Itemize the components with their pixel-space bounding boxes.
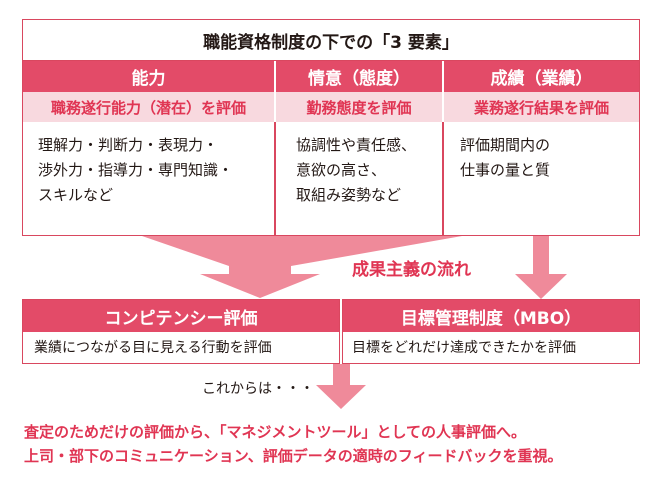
competency-content: 業績につながる目に見える行動を評価 (34, 340, 272, 356)
column-divider (274, 61, 276, 122)
column-header-performance: 成績（業績） (444, 61, 639, 92)
competency-header: コンピテンシー評価 (23, 300, 339, 332)
column-body-ability: 理解力・判断力・表現力・ 渉外力・指導力・専門知識・ スキルなど (38, 133, 233, 208)
column-header-ability: 能力 (23, 61, 274, 92)
body-line: 評価期間内の (460, 136, 551, 154)
body-line: 渉外力・指導力・専門知識・ (38, 161, 234, 179)
three-elements-box (22, 19, 640, 236)
body-line: 理解力・判断力・表現力・ (38, 136, 219, 154)
column-divider (442, 122, 444, 235)
body-line: 協調性や責任感、 (296, 136, 417, 154)
column-divider (274, 122, 276, 235)
mbo-header: 目標管理制度（MBO） (343, 300, 639, 332)
column-subheader-attitude: 勤務態度を評価 (276, 92, 442, 122)
column-subheader-ability: 職務遂行能力（潜在）を評価 (23, 92, 274, 122)
conclusion-line-2: 上司・部下のコミュニケーション、評価データの適時のフィードバックを重視。 (24, 447, 563, 465)
merge-arrow (142, 236, 462, 298)
body-line: スキルなど (38, 186, 114, 204)
flow-label: 成果主義の流れ (352, 260, 471, 280)
right-down-arrow (515, 236, 567, 299)
mbo-content: 目標をどれだけ達成できたかを評価 (352, 340, 576, 356)
column-body-performance: 評価期間内の 仕事の量と質 (460, 133, 550, 183)
conclusion-line-1: 査定のためだけの評価から、「マネジメントツール」としての人事評価へ。 (24, 423, 527, 441)
diagram-title: 職能資格制度の下での「3 要素」 (203, 32, 459, 53)
lead-in-text: これからは・・・ (202, 381, 314, 397)
column-header-attitude: 情意（態度） (276, 61, 442, 92)
title-divider (22, 60, 640, 62)
column-body-attitude: 協調性や責任感、 意欲の高さ、 取組み姿勢など (296, 133, 416, 208)
body-line: 仕事の量と質 (460, 161, 551, 179)
body-line: 意欲の高さ、 (296, 161, 387, 179)
lower-down-arrow (316, 364, 366, 409)
column-subheader-performance: 業務遂行結果を評価 (444, 92, 639, 122)
body-line: 取組み姿勢など (296, 186, 402, 204)
column-divider (442, 61, 444, 122)
